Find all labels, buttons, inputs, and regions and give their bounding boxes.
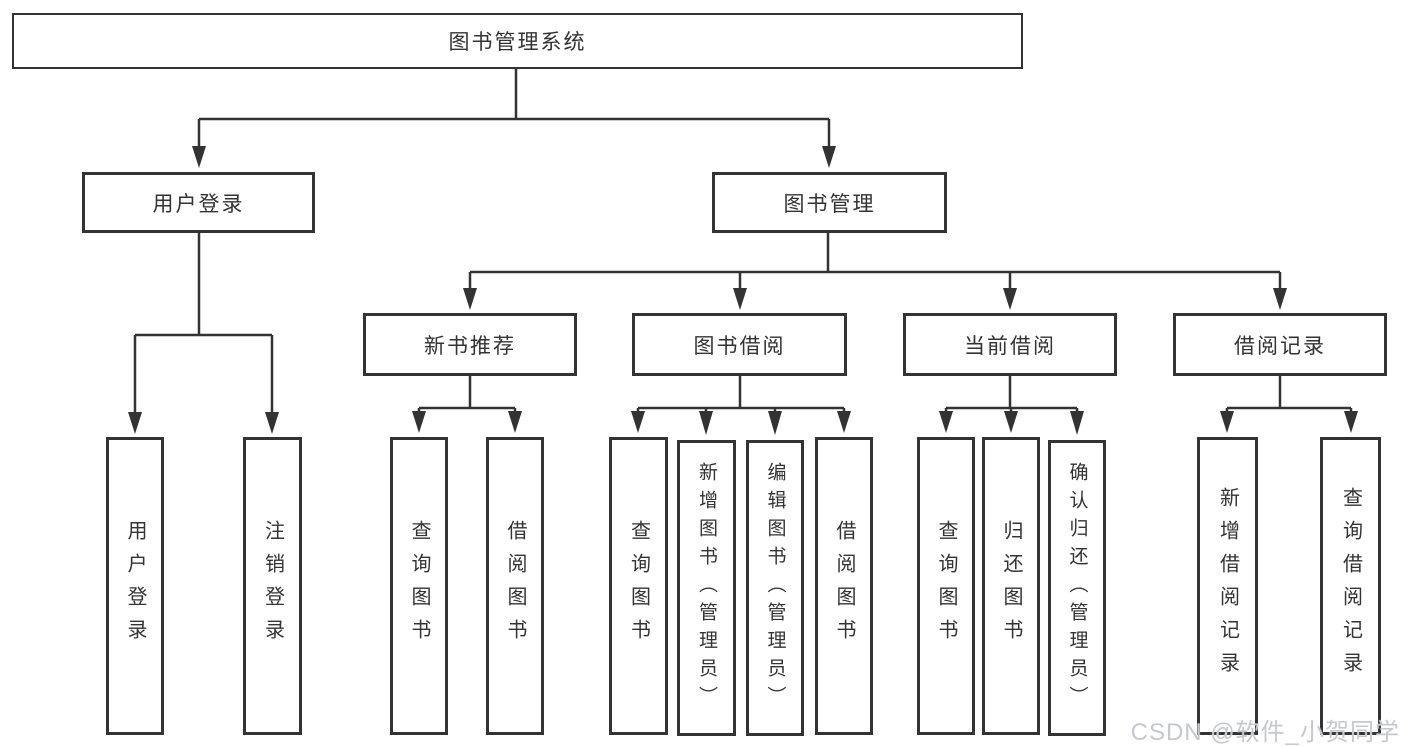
leaf-return-book-label: 归还图书 bbox=[1000, 520, 1022, 652]
leaf-edit-book-admin: 编辑图书（管理员） bbox=[746, 440, 804, 736]
arrowhead bbox=[192, 146, 206, 168]
leaf-recommend-borrow-book: 借阅图书 bbox=[486, 437, 544, 735]
arrowhead bbox=[463, 288, 477, 310]
arrowhead bbox=[733, 288, 747, 310]
leaf-add-borrow-record-label: 新增借阅记录 bbox=[1216, 487, 1239, 685]
connector-records-to-leaves bbox=[1225, 376, 1353, 413]
node-user-login-label: 用户登录 bbox=[152, 192, 245, 216]
leaf-recommend-borrow-book-label: 借阅图书 bbox=[504, 520, 526, 652]
leaf-borrow-book: 借阅图书 bbox=[815, 437, 873, 735]
node-root: 图书管理系统 bbox=[12, 13, 1023, 69]
leaf-borrow-book-label: 借阅图书 bbox=[833, 520, 855, 652]
node-new-book-recommend: 新书推荐 bbox=[363, 313, 577, 376]
node-book-management: 图书管理 bbox=[712, 172, 947, 233]
arrowhead bbox=[837, 411, 851, 433]
arrowhead bbox=[939, 411, 953, 433]
arrowhead bbox=[631, 411, 645, 433]
connector-current-to-leaves bbox=[944, 376, 1079, 413]
node-root-label: 图书管理系统 bbox=[448, 31, 587, 54]
connector-login-to-leaves bbox=[133, 233, 274, 414]
connector-recommend-to-leaves bbox=[417, 376, 517, 413]
node-book-borrow-label: 图书借阅 bbox=[693, 334, 786, 358]
leaf-borrow-query-book: 查询图书 bbox=[609, 437, 668, 735]
connector-root-to-level2 bbox=[197, 69, 831, 148]
arrowhead bbox=[1070, 411, 1084, 435]
leaf-query-borrow-record: 查询借阅记录 bbox=[1320, 437, 1381, 735]
arrowhead bbox=[265, 412, 279, 434]
node-current-borrow-label: 当前借阅 bbox=[964, 334, 1056, 358]
leaf-user-login: 用户登录 bbox=[106, 437, 164, 735]
arrowhead bbox=[1004, 411, 1018, 433]
leaf-recommend-query-book: 查询图书 bbox=[390, 437, 448, 735]
node-book-borrow: 图书借阅 bbox=[632, 313, 847, 376]
arrowhead bbox=[412, 411, 426, 433]
leaf-add-book-admin-label: 新增图书（管理员） bbox=[696, 462, 717, 714]
leaf-logout: 注销登录 bbox=[243, 437, 302, 735]
leaf-confirm-return-admin-label: 确认归还（管理员） bbox=[1066, 462, 1088, 714]
leaf-add-book-admin: 新增图书（管理员） bbox=[677, 440, 736, 736]
leaf-logout-label: 注销登录 bbox=[261, 520, 284, 652]
arrowhead bbox=[699, 411, 713, 435]
arrowhead bbox=[1220, 411, 1234, 433]
arrowhead bbox=[768, 411, 782, 435]
node-borrow-records: 借阅记录 bbox=[1173, 313, 1387, 376]
node-new-book-recommend-label: 新书推荐 bbox=[424, 334, 516, 358]
csdn-watermark: CSDN @软件_小贺同学 bbox=[1130, 719, 1400, 746]
arrowhead bbox=[508, 411, 522, 433]
arrowhead bbox=[128, 412, 142, 434]
arrowhead bbox=[1003, 288, 1017, 310]
arrowhead bbox=[1344, 411, 1358, 433]
leaf-confirm-return-admin: 确认归还（管理员） bbox=[1048, 440, 1106, 736]
arrowheads bbox=[128, 146, 1358, 435]
leaf-current-query-book: 查询图书 bbox=[917, 437, 975, 735]
connector-mgmt-to-level3 bbox=[468, 233, 1282, 290]
connector-lines bbox=[133, 69, 1353, 414]
leaf-recommend-query-book-label: 查询图书 bbox=[408, 520, 430, 652]
node-current-borrow: 当前借阅 bbox=[903, 313, 1117, 376]
connector-borrow-to-leaves bbox=[636, 376, 846, 413]
node-user-login: 用户登录 bbox=[82, 172, 315, 233]
leaf-borrow-query-book-label: 查询图书 bbox=[627, 520, 650, 652]
leaf-edit-book-admin-label: 编辑图书（管理员） bbox=[764, 462, 786, 714]
leaf-add-borrow-record: 新增借阅记录 bbox=[1197, 437, 1258, 735]
node-book-management-label: 图书管理 bbox=[783, 192, 876, 216]
leaf-current-query-book-label: 查询图书 bbox=[935, 520, 957, 652]
leaf-user-login-label: 用户登录 bbox=[124, 520, 146, 652]
arrowhead bbox=[1273, 288, 1287, 310]
node-borrow-records-label: 借阅记录 bbox=[1234, 334, 1326, 358]
leaf-return-book: 归还图书 bbox=[982, 437, 1040, 735]
leaf-query-borrow-record-label: 查询借阅记录 bbox=[1339, 487, 1362, 685]
arrowhead bbox=[822, 146, 836, 168]
